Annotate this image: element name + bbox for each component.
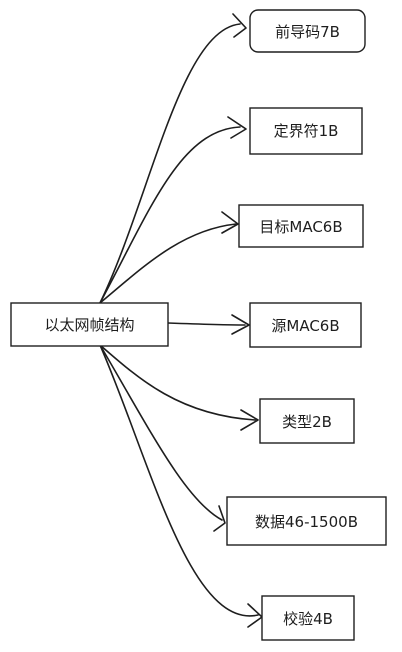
edge-type [99,344,259,431]
child-node-sfd[interactable]: 定界符1B [249,107,363,155]
root-node[interactable]: 以太网帧结构 [10,302,169,347]
edge-src-mac [167,314,250,335]
edge-preamble [99,13,247,304]
child-label-src-mac: 源MAC6B [271,317,339,335]
edge-data [99,344,226,532]
child-node-type[interactable]: 类型2B [259,398,355,444]
child-label-dst-mac: 目标MAC6B [259,218,342,236]
edge-dst-mac [99,211,239,304]
child-label-sfd: 定界符1B [274,122,339,140]
child-node-dst-mac[interactable]: 目标MAC6B [238,204,364,248]
root-label: 以太网帧结构 [44,316,134,334]
child-label-data: 数据46-1500B [255,513,358,531]
child-label-preamble: 前导码7B [275,23,340,41]
child-node-preamble[interactable]: 前导码7B [249,9,366,53]
child-node-src-mac[interactable]: 源MAC6B [249,302,362,348]
child-node-data[interactable]: 数据46-1500B [226,496,387,546]
edge-sfd [99,116,247,304]
child-node-fcs[interactable]: 校验4B [261,595,355,641]
child-label-fcs: 校验4B [283,610,333,628]
child-label-type: 类型2B [282,413,332,431]
